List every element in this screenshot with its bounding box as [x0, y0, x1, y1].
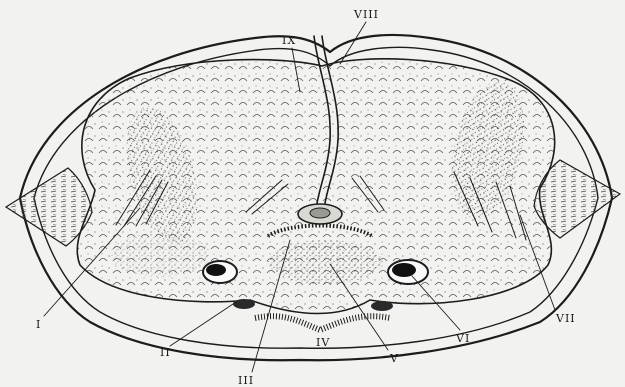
- stipple-lower-left: [110, 233, 210, 277]
- label-VII: VII: [555, 312, 576, 325]
- label-IX: IX: [282, 34, 296, 47]
- label-VIII: VIII: [353, 8, 379, 21]
- label-III: III: [238, 374, 254, 387]
- label-VI: VI: [455, 332, 470, 345]
- label-I: I: [36, 318, 41, 331]
- label-II: II: [160, 346, 171, 359]
- label-IV: IV: [316, 336, 330, 349]
- leader-II: [170, 302, 236, 346]
- opening-left: [203, 261, 237, 283]
- opening-right: [388, 260, 428, 284]
- label-V: V: [389, 352, 399, 365]
- stipple-center: [267, 240, 383, 284]
